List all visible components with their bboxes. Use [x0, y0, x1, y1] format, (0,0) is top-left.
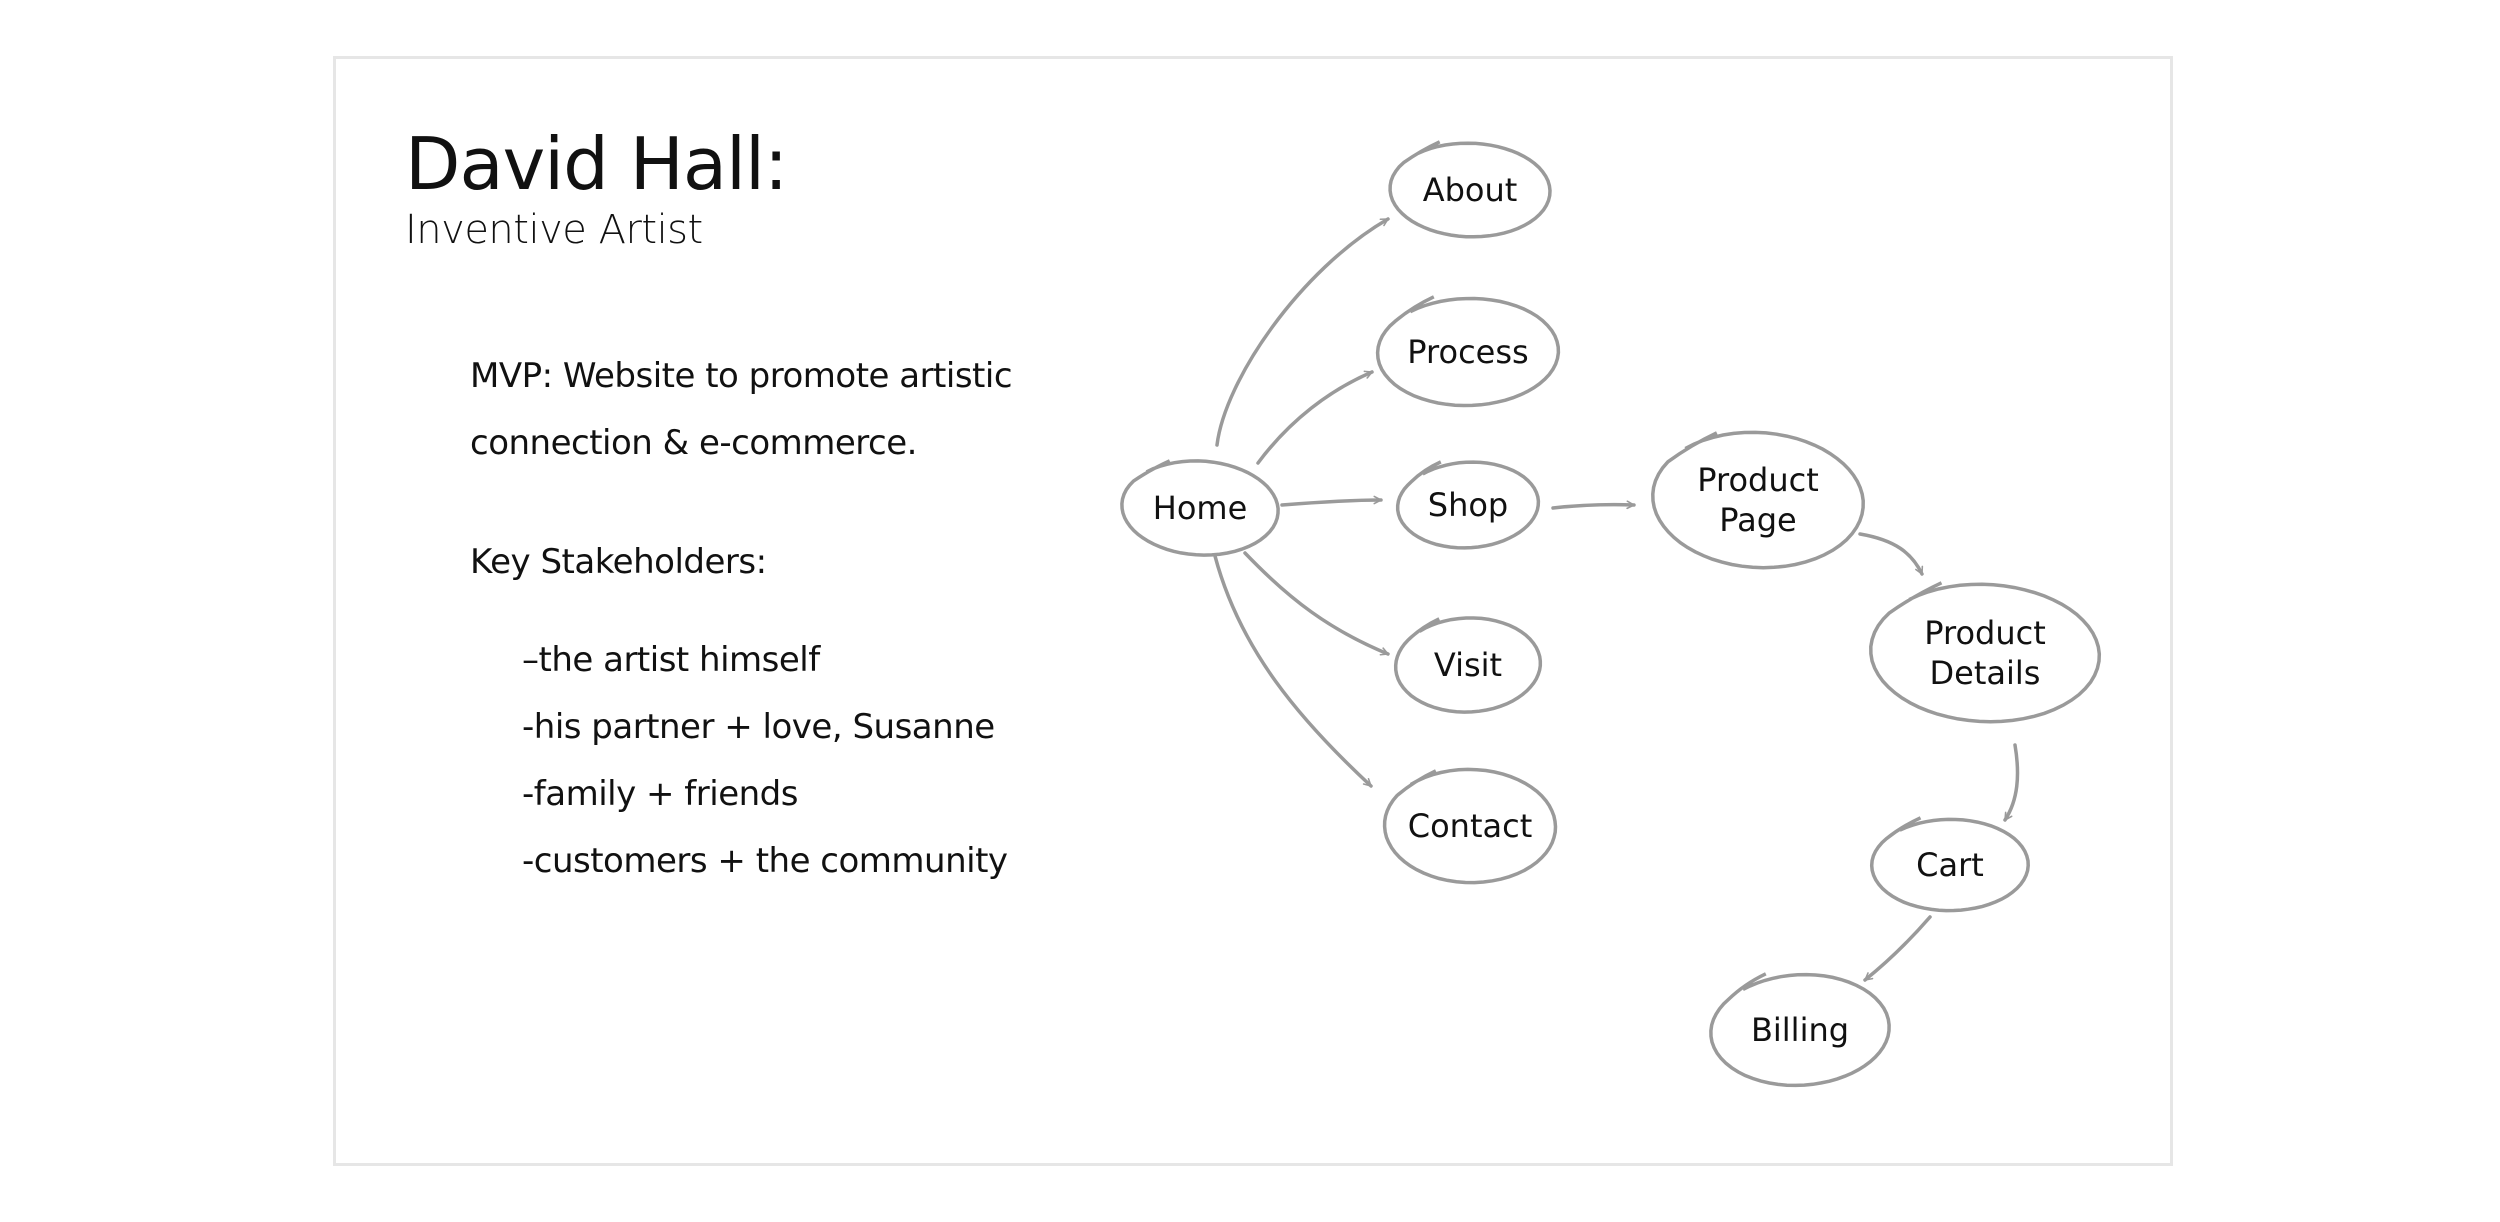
node-cart: Cart — [1869, 816, 2030, 913]
edge-home-to-visit — [1243, 551, 1390, 656]
edge-shop-to-product-page — [1551, 500, 1636, 510]
node-label: Shop — [1428, 486, 1508, 524]
edge-product-details-to-cart — [2003, 743, 2020, 822]
node-label: Product — [1924, 614, 2046, 652]
node-outline — [1388, 140, 1552, 239]
node-label: Home — [1153, 489, 1248, 527]
node-label: Process — [1407, 333, 1528, 371]
node-outline — [1382, 767, 1558, 885]
mvp-text: Website to promote artistic connection &… — [470, 356, 1013, 463]
node-outline — [1375, 295, 1561, 408]
stakeholders-list: –the artist himself -his partner + love,… — [522, 627, 1008, 895]
node-process: Process — [1375, 295, 1561, 408]
node-outline — [1869, 816, 2030, 913]
edge-home-to-process — [1256, 370, 1374, 465]
slide-subtitle: Inventive Artist — [405, 207, 703, 253]
stakeholder-item: -his partner + love, Susanne — [522, 707, 995, 747]
node-label: Product — [1697, 461, 1819, 499]
mvp-label: MVP: — [470, 356, 553, 396]
node-home: Home — [1120, 459, 1280, 557]
node-contact: Contact — [1382, 767, 1558, 885]
node-outline — [1120, 459, 1280, 557]
node-outline — [1393, 616, 1543, 714]
node-label: Cart — [1916, 846, 1984, 884]
node-outline — [1869, 581, 2102, 724]
edge-home-to-contact — [1213, 554, 1373, 788]
node-label: Visit — [1434, 646, 1502, 684]
node-label: Page — [1719, 501, 1796, 539]
node-outline — [1395, 460, 1541, 550]
edge-home-to-about — [1215, 217, 1390, 447]
edge-cart-to-billing — [1863, 915, 1932, 982]
node-label: Billing — [1751, 1011, 1849, 1049]
node-shop: Shop — [1395, 460, 1541, 550]
node-outline — [1651, 430, 1865, 570]
node-visit: Visit — [1393, 616, 1543, 714]
edge-product-page-to-product-details — [1858, 532, 1924, 576]
stakeholder-item: –the artist himself — [522, 640, 820, 680]
node-outline — [1709, 972, 1891, 1088]
node-label: Details — [1930, 654, 2041, 692]
stakeholder-item: -family + friends — [522, 774, 798, 814]
mvp-statement: MVP: Website to promote artistic connect… — [470, 343, 1030, 477]
node-label: Contact — [1408, 807, 1533, 845]
stakeholders-heading: Key Stakeholders: — [470, 542, 767, 582]
node-about: About — [1388, 140, 1552, 239]
node-billing: Billing — [1709, 972, 1891, 1088]
edge-home-to-shop — [1280, 495, 1383, 507]
stakeholder-item: -customers + the community — [522, 841, 1008, 881]
slide-title: David Hall: — [405, 122, 788, 206]
node-label: About — [1423, 171, 1518, 209]
